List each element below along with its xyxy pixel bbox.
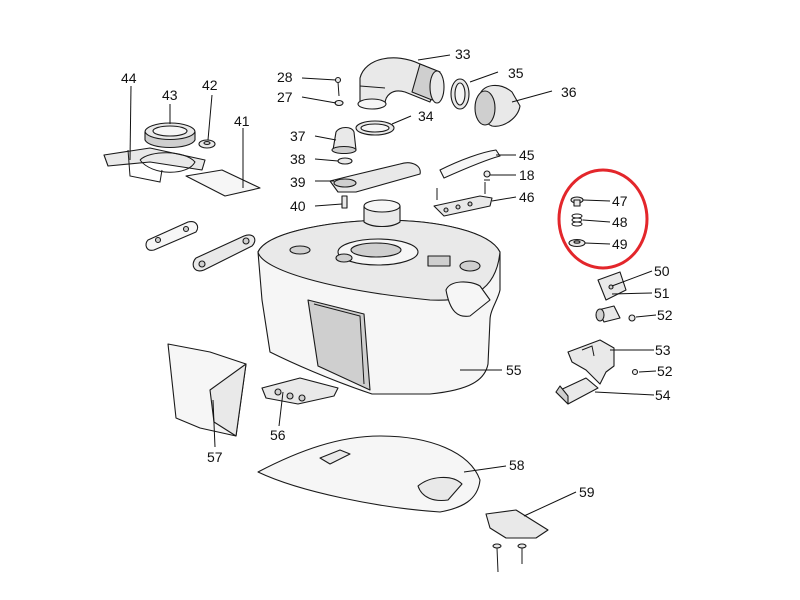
part-43-ring xyxy=(144,122,196,149)
leader-lines xyxy=(129,54,657,517)
label-40: 40 xyxy=(290,198,306,214)
label-55: 55 xyxy=(506,362,522,378)
label-37: 37 xyxy=(290,128,306,144)
part-53-bracket xyxy=(567,339,615,385)
part-18-clip xyxy=(483,170,491,181)
label-49: 49 xyxy=(612,236,628,252)
part-52-screw-bottom xyxy=(631,368,639,376)
part-34-ring xyxy=(355,120,395,136)
part-41-plate xyxy=(185,169,261,197)
label-51: 51 xyxy=(654,285,670,301)
part-47-button xyxy=(570,196,584,207)
label-33: 33 xyxy=(455,46,471,62)
part-40-pin xyxy=(341,195,348,209)
part-52-screw-top xyxy=(628,314,636,322)
label-35: 35 xyxy=(508,65,524,81)
label-34: 34 xyxy=(418,108,434,124)
part-27-washer xyxy=(334,99,344,107)
label-58: 58 xyxy=(509,457,525,473)
part-46-hinge-bar xyxy=(433,182,493,217)
label-52-lower: 52 xyxy=(657,363,673,379)
label-38: 38 xyxy=(290,151,306,167)
label-47: 47 xyxy=(612,193,628,209)
part-28-screw xyxy=(334,76,342,97)
label-50: 50 xyxy=(654,263,670,279)
part-55-tank xyxy=(257,199,501,395)
part-44-holder-bracket xyxy=(103,147,206,183)
part-slider-large xyxy=(192,234,256,272)
label-39: 39 xyxy=(290,174,306,190)
label-57: 57 xyxy=(207,449,223,465)
label-48: 48 xyxy=(612,214,628,230)
part-37-knob xyxy=(331,126,357,155)
part-33-elbow-pipe xyxy=(357,57,445,110)
part-42-small-cap xyxy=(198,139,216,149)
part-54-block xyxy=(555,377,599,405)
part-51-roller xyxy=(595,305,621,323)
part-59-bracket xyxy=(485,509,549,573)
label-43: 43 xyxy=(162,87,178,103)
part-45-strip xyxy=(439,149,501,179)
part-57-flap xyxy=(167,343,247,437)
part-38-oring xyxy=(337,157,353,165)
label-56: 56 xyxy=(270,427,286,443)
part-58-base-plate xyxy=(257,435,481,513)
part-slider-small xyxy=(145,221,199,251)
label-52-upper: 52 xyxy=(657,307,673,323)
part-49-washer xyxy=(568,238,586,248)
part-56-hinge-plate xyxy=(261,377,339,405)
label-44: 44 xyxy=(121,70,137,86)
part-number-labels: 44 43 42 41 28 27 33 35 36 34 37 38 39 4… xyxy=(121,46,673,500)
part-35-ring xyxy=(450,78,470,110)
label-54: 54 xyxy=(655,387,671,403)
label-18: 18 xyxy=(519,167,535,183)
label-28: 28 xyxy=(277,69,293,85)
label-41: 41 xyxy=(234,113,250,129)
label-53: 53 xyxy=(655,342,671,358)
label-42: 42 xyxy=(202,77,218,93)
label-45: 45 xyxy=(519,147,535,163)
part-36-cap xyxy=(474,84,521,127)
label-27: 27 xyxy=(277,89,293,105)
part-48-spring xyxy=(571,213,583,227)
label-36: 36 xyxy=(561,84,577,100)
part-39-lever xyxy=(329,162,421,193)
highlight-circle xyxy=(557,168,649,270)
label-46: 46 xyxy=(519,189,535,205)
label-59: 59 xyxy=(579,484,595,500)
